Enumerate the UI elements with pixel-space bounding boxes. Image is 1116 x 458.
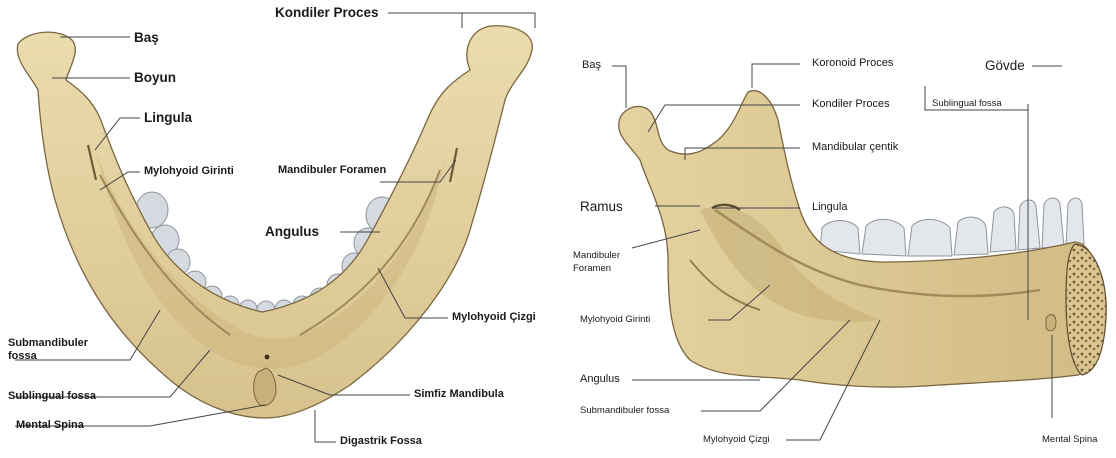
label-left-kondiler-proces: Kondiler Proces [275,6,379,20]
label-left-mental-spina: Mental Spina [16,420,84,431]
label-left-digastrik-fossa: Digastrik Fossa [340,436,422,447]
label-left-simfiz-mandibula: Simfiz Mandibula [414,389,504,400]
label-left-bas: Baş [134,31,159,45]
label-right-sublingual-fossa: Sublingual fossa [932,99,1002,109]
left-mandible-group [17,26,532,418]
right-mental-spine [1046,315,1056,331]
right-cut-section [1066,244,1106,375]
label-right-bas: Baş [582,60,601,71]
label-left-boyun: Boyun [134,71,176,85]
right-mandible-group [619,91,1107,387]
label-right-submandibuler-fossa: Submandibuler fossa [580,406,669,416]
label-right-angulus: Angulus [580,374,620,385]
label-right-kondiler-proces: Kondiler Proces [812,99,890,110]
label-right-mylohyoid-girinti: Mylohyoid Girinti [580,315,650,325]
label-right-koronoid-proces: Koronoid Proces [812,58,893,69]
label-right-ramus: Ramus [580,200,623,214]
right-teeth [820,198,1084,256]
left-lingual-foramen [265,355,270,360]
label-right-mandibular-centik: Mandibular çentik [812,142,898,153]
label-right-mandibuler-2: Foramen [573,264,611,274]
label-right-mandibuler-1: Mandibuler [573,251,620,261]
label-left-mylohyoid-girinti: Mylohyoid Girinti [144,166,234,177]
label-left-sublingual-fossa: Sublingual fossa [8,391,96,402]
label-left-angulus: Angulus [265,225,319,239]
label-right-mylohyoid-cizgi: Mylohyoid Çizgi [703,435,770,445]
label-right-mental-spina: Mental Spina [1042,435,1097,445]
label-left-lingula: Lingula [144,111,192,125]
label-left-mylohyoid-cizgi: Mylohyoid Çizgi [452,312,536,323]
label-left-submandibuler-2: fossa [8,351,37,362]
label-right-govde: Gövde [985,59,1025,73]
label-left-mandibuler-foramen: Mandibuler Foramen [278,165,386,176]
label-right-lingula: Lingula [812,202,847,213]
label-left-submandibuler-1: Submandibuler [8,338,88,349]
